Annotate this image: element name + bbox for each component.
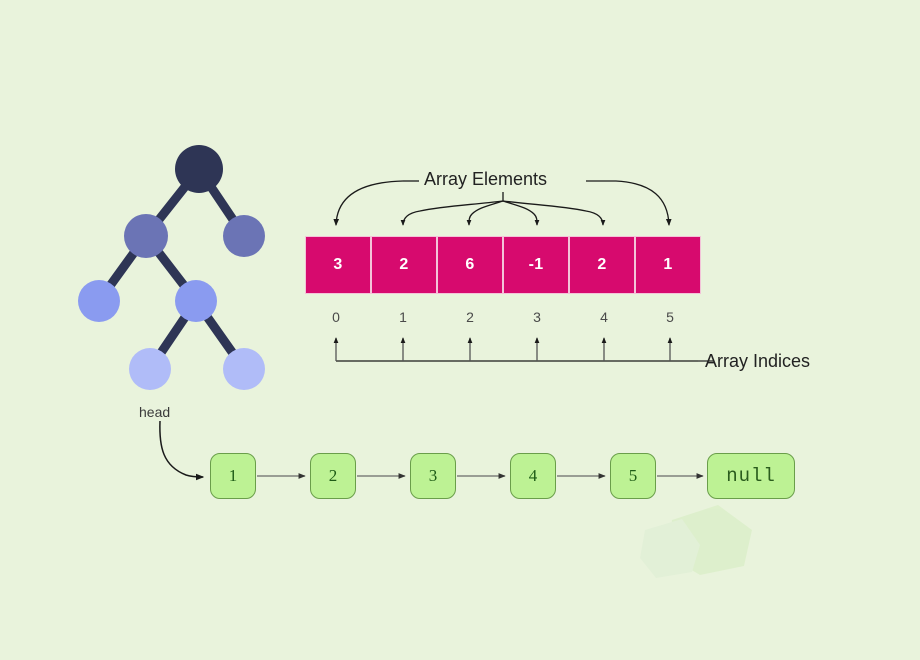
tree-node-left (124, 214, 168, 258)
array-elements-label: Array Elements (424, 169, 548, 189)
tree-node-root (175, 145, 223, 193)
head-pointer-arrow (159, 420, 205, 481)
array-cell[interactable]: 6 (437, 236, 503, 294)
list-item[interactable]: 2 (310, 453, 356, 499)
list-item[interactable]: 4 (510, 453, 556, 499)
array-index-label: 4 (600, 309, 608, 325)
array-cell[interactable]: 1 (635, 236, 701, 294)
array-index-label: 0 (332, 309, 340, 325)
array-cell[interactable]: -1 (503, 236, 569, 294)
tree-node-leaf-left (129, 348, 171, 390)
binary-tree-nodes (78, 145, 265, 390)
list-item-null-terminator[interactable]: null (707, 453, 795, 499)
tree-node-leaf-right (223, 348, 265, 390)
watermark-shape (640, 505, 752, 578)
array-cell[interactable]: 2 (371, 236, 437, 294)
array-index-label: 3 (533, 309, 541, 325)
array-index-label: 1 (399, 309, 407, 325)
array-cells-row: 3 2 6 -1 2 1 (305, 236, 701, 294)
array-index-label: 2 (466, 309, 474, 325)
list-item[interactable]: 5 (610, 453, 656, 499)
list-item[interactable]: 3 (410, 453, 456, 499)
array-index-label: 5 (666, 309, 674, 325)
array-index-ticks (333, 337, 673, 361)
tree-node-left-left (78, 280, 120, 322)
tree-node-right (223, 215, 265, 257)
array-cell[interactable]: 2 (569, 236, 635, 294)
head-label: head (139, 404, 171, 420)
array-indices-label: Array Indices (705, 351, 811, 371)
list-item[interactable]: 1 (210, 453, 256, 499)
array-cell[interactable]: 3 (305, 236, 371, 294)
tree-node-left-right (175, 280, 217, 322)
array-elements-pointers (333, 180, 672, 227)
